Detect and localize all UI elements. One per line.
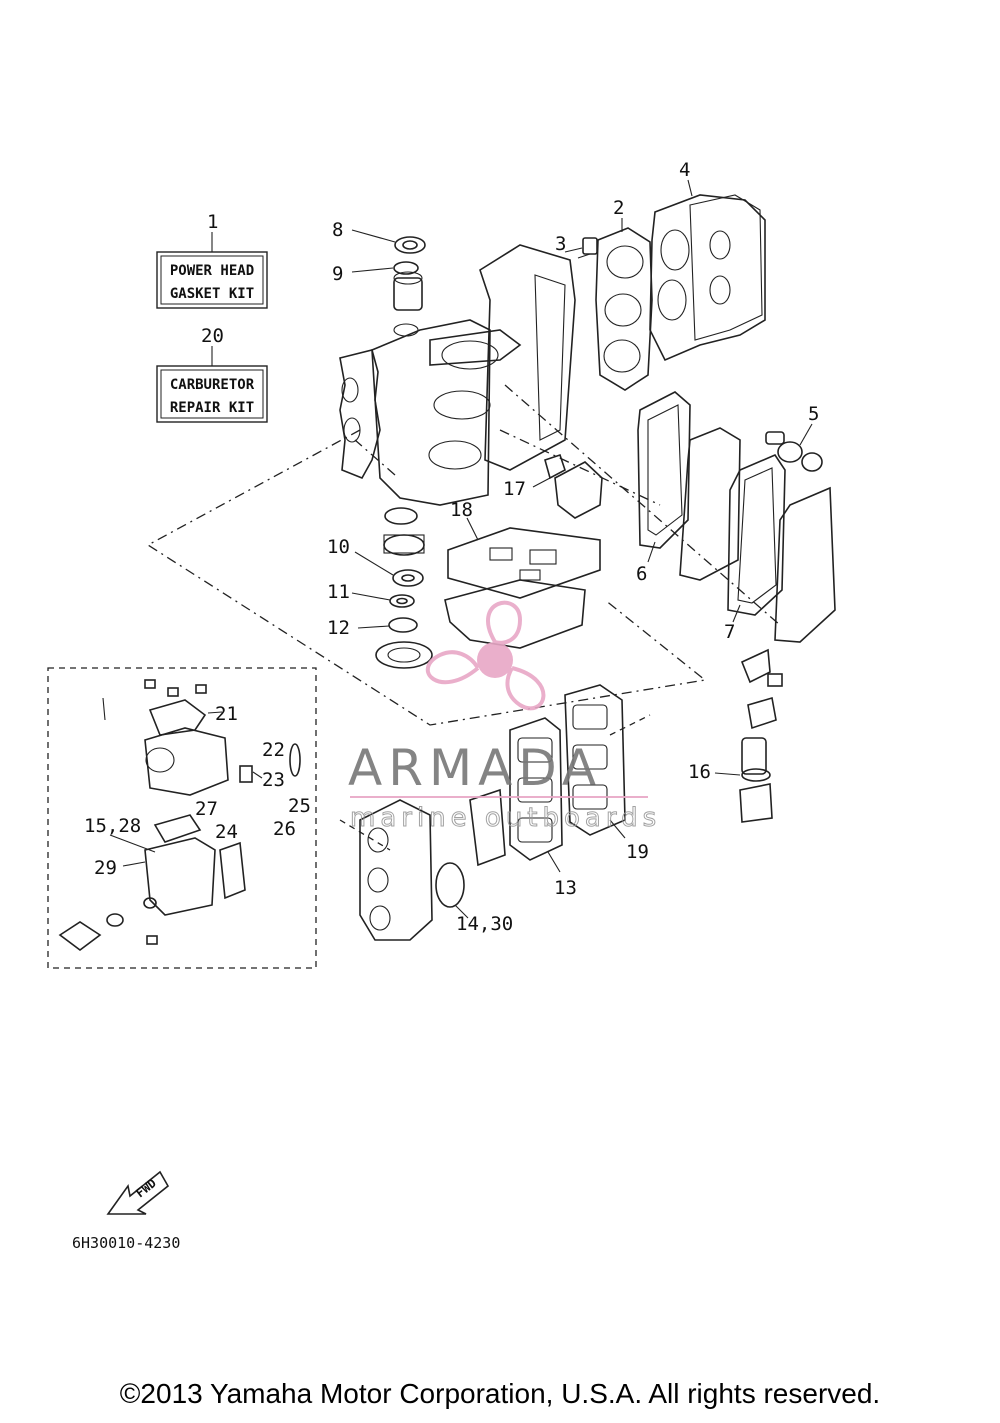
callout-11: 11 [327,581,350,603]
callout-15-28: 15,28 [84,815,141,837]
callout-7: 7 [724,621,735,643]
intake-manifold [359,788,506,941]
callout-24: 24 [215,821,238,843]
oil-seal-10: 10 [327,536,424,587]
kit-number-20: 20 [201,325,224,347]
assembly-outline [146,429,707,726]
kit-label-line: CARBURETOR [170,377,255,393]
thermostat-16: 16 [688,648,783,823]
watermark-tagline: marine outboards [350,803,661,833]
callout-21: 21 [215,703,238,725]
kit-label-line: POWER HEAD [170,263,254,279]
callout-2: 2 [613,197,624,219]
kit-label-line: REPAIR KIT [170,400,254,416]
callout-25: 25 [288,795,311,817]
callout-16: 16 [688,761,711,783]
intake-gasket-13: 13 [509,717,577,899]
callout-18: 18 [450,499,473,521]
crankcase-block [339,244,576,506]
callout-14-30: 14,30 [456,913,513,935]
exhaust-gasket-6: 6 [636,391,741,585]
cylinder-head-gasket-2: 2 [595,197,653,391]
o-ring-14-30: 14,30 [435,862,513,935]
head-cover-4: 4 [649,159,766,362]
callout-6: 6 [636,563,647,585]
reed-valve-gasket-19: 19 [564,684,649,863]
callout-10: 10 [327,536,350,558]
kit-label-line: GASKET KIT [170,286,254,302]
callout-23: 23 [262,769,285,791]
forward-arrow-icon: FWD [106,1170,170,1215]
callout-4: 4 [679,159,690,181]
carburetor-callouts: 21 22 23 27 25 24 26 15,28 29 [84,703,311,879]
diagram-reference-code: 6H30010-4230 [72,1234,181,1252]
bearing-housing [375,641,433,669]
callout-9: 9 [332,263,343,285]
callout-22: 22 [262,739,285,761]
bearing-upper [383,507,425,556]
base-gasket-18: 18 [444,499,601,649]
kit-box-carburetor: 20 CARBURETOR REPAIR KIT [156,325,268,423]
o-ring-9: 9 [332,261,419,285]
propeller-logo-icon [425,600,546,711]
callout-8: 8 [332,219,343,241]
copyright-notice: ©2013 Yamaha Motor Corporation, U.S.A. A… [119,1378,881,1409]
oil-seal-8: 8 [332,219,426,254]
callout-3: 3 [555,233,566,255]
callout-29: 29 [94,857,117,879]
carburetor-subassembly-frame [47,667,317,969]
callout-17: 17 [503,478,526,500]
oil-seal-11: 11 [327,581,415,608]
callout-5: 5 [808,403,819,425]
armada-watermark: ARMADA marine outboards [348,600,661,834]
bolt-3: 3 [555,233,598,259]
gasket-17: 17 [503,453,603,519]
thermostat-gasket-5: 5 [765,403,823,472]
exhaust-gasket-7: 7 [724,454,836,643]
callout-13: 13 [554,877,577,899]
callout-19: 19 [626,841,649,863]
watermark-brand: ARMADA [348,739,602,797]
callout-27: 27 [195,798,218,820]
carburetor [58,679,301,951]
o-ring-12: 12 [327,617,418,639]
callout-12: 12 [327,617,350,639]
kit-number-1: 1 [207,211,218,233]
kit-box-power-head: 1 POWER HEAD GASKET KIT [156,211,268,309]
callout-26: 26 [273,818,296,840]
